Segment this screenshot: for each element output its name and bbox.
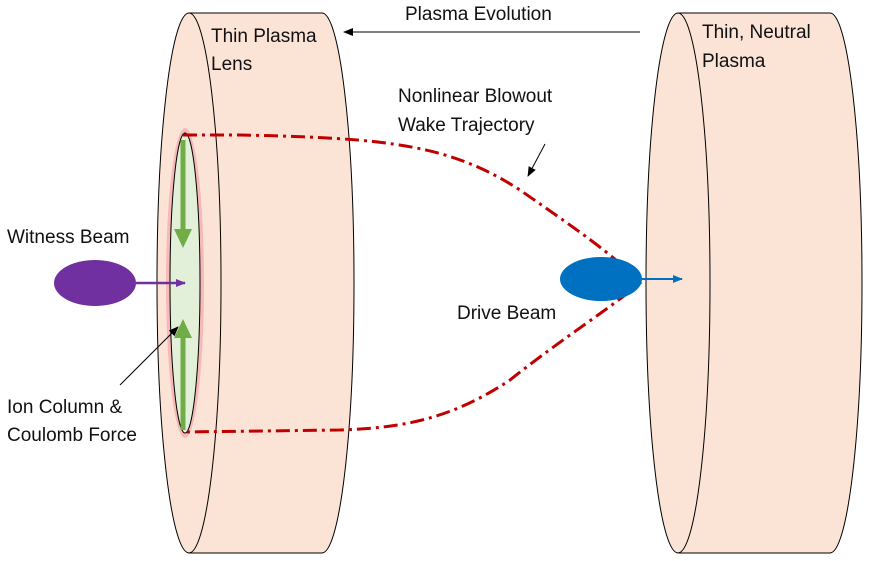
neutral-plasma-label: Plasma: [702, 51, 766, 72]
neutral-plasma-disk: [645, 12, 863, 554]
ion-column-label: Coulomb Force: [7, 425, 137, 446]
plasma-evolution-label: Plasma Evolution: [405, 4, 552, 25]
ion-column-label: Ion Column &: [7, 397, 122, 418]
drive-beam-label: Drive Beam: [457, 303, 556, 324]
drive-beam: [560, 257, 642, 301]
lens-label: Lens: [211, 54, 252, 75]
wake-pointer-arrow: [527, 143, 546, 177]
wake-label: Nonlinear Blowout: [398, 86, 553, 107]
witness-beam-label: Witness Beam: [7, 227, 129, 248]
wake-label: Wake Trajectory: [398, 115, 535, 136]
witness-beam: [54, 260, 136, 306]
ion-pointer-arrow: [119, 326, 179, 386]
lens-label: Thin Plasma: [211, 26, 317, 47]
neutral-plasma-label: Thin, Neutral: [702, 22, 811, 43]
plasma-lens-disk: [156, 12, 355, 554]
